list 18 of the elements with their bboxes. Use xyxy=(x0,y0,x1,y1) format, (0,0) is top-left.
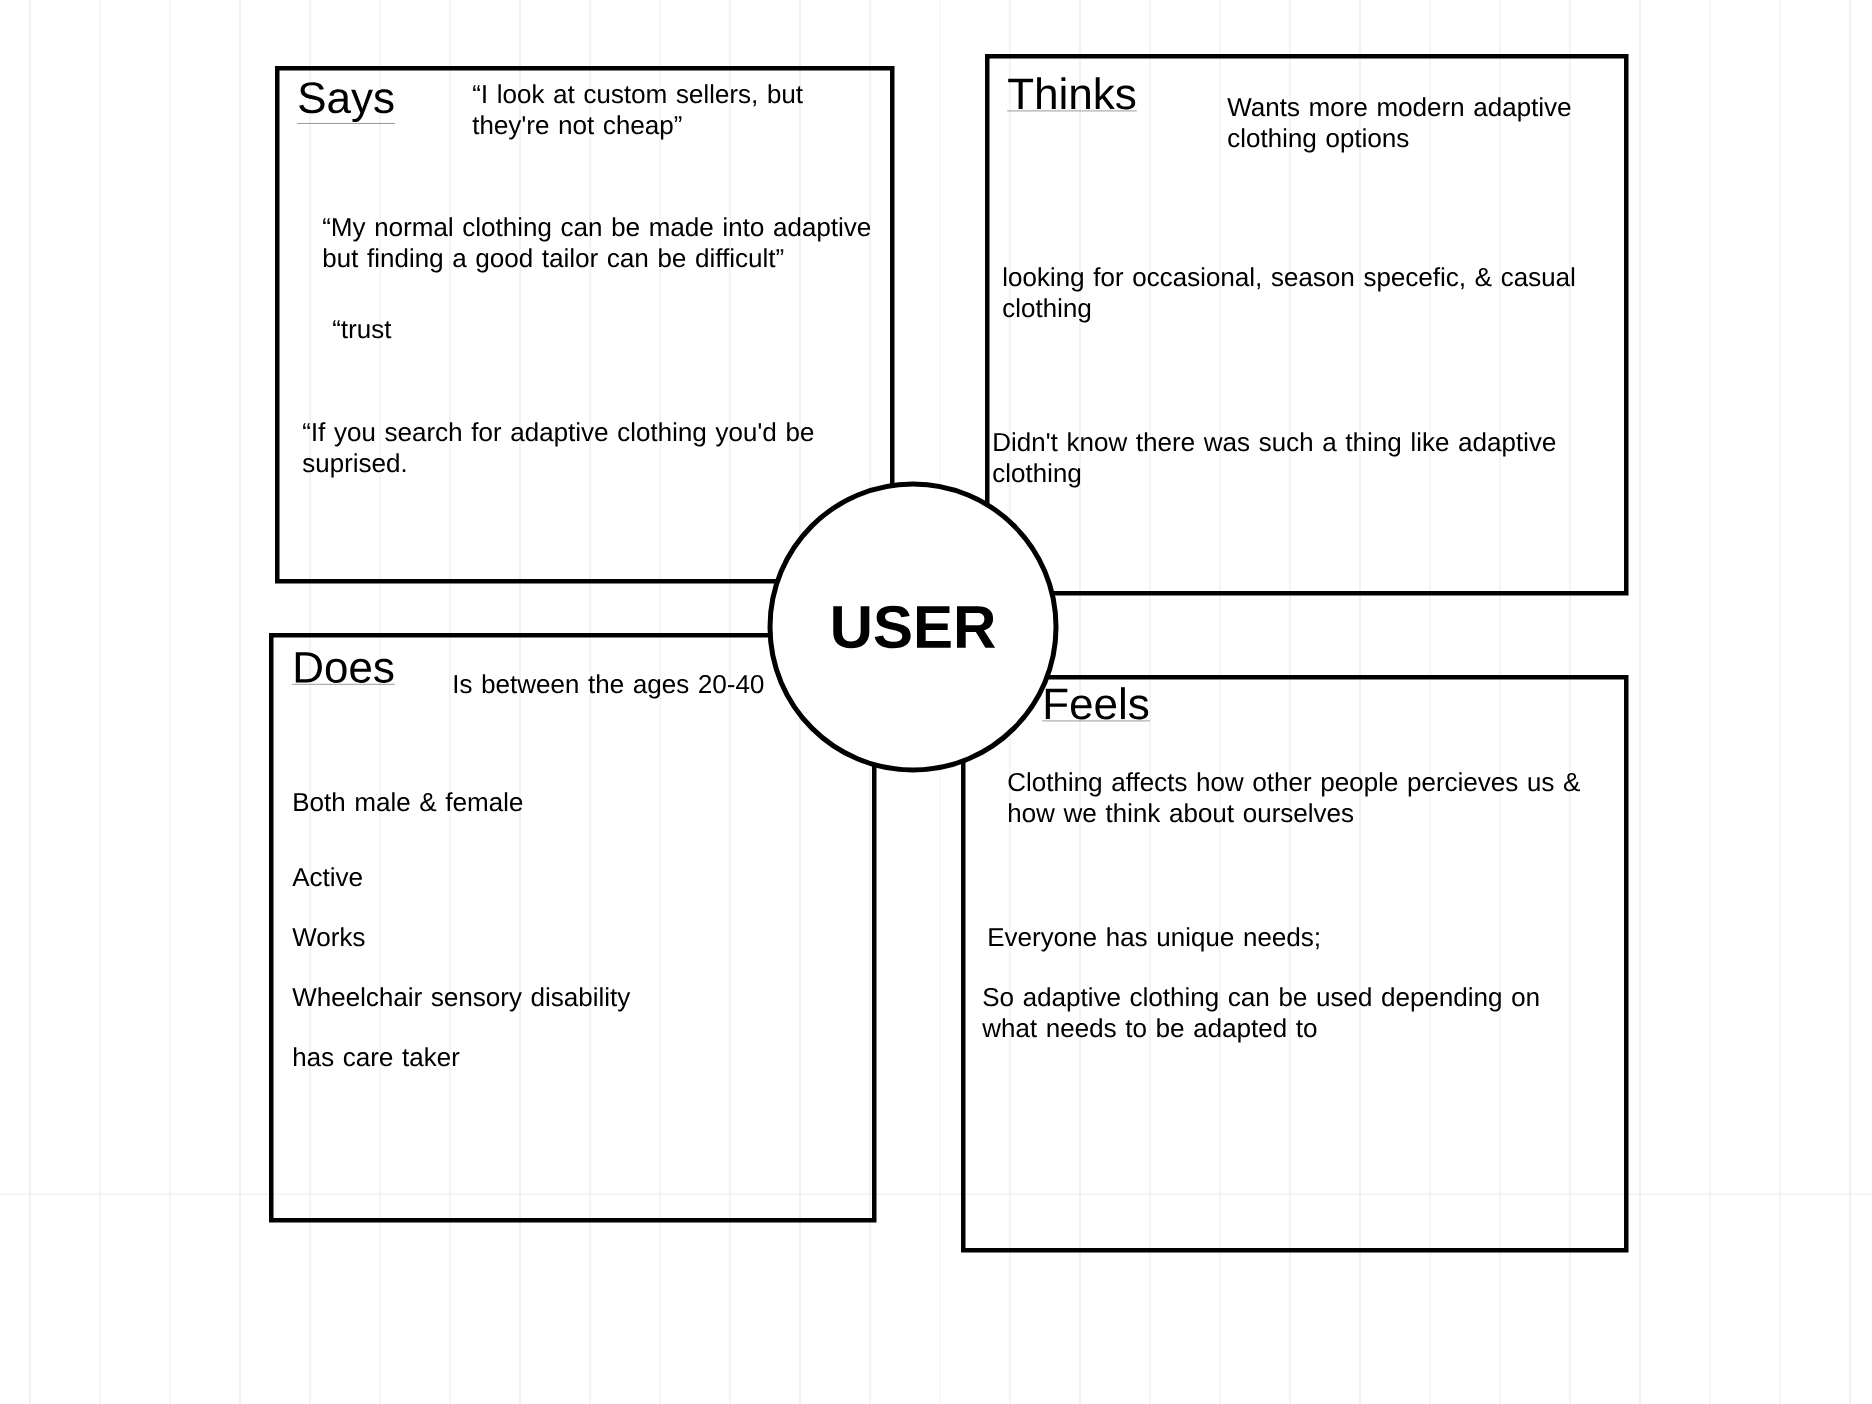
note-text: Clothing affects how other people percieves us & how we think about ourselves xyxy=(1008,772,1580,823)
section-heading: Thinks xyxy=(1007,77,1137,112)
note-text: Wants more modern adaptive clothing options xyxy=(1227,97,1571,153)
note-text: “If you search for adaptive clothing you'd be suprised. xyxy=(302,422,814,478)
note-text: Active xyxy=(292,867,362,887)
note-text: looking for occasional, season specefic, & casual clothing xyxy=(1003,267,1575,323)
note-text: Is between the ages 20-40 xyxy=(454,674,764,699)
section-heading: Says xyxy=(297,82,396,124)
note-text: Works xyxy=(292,927,365,947)
note-text: “I look at custom sellers, but they're not cheap” xyxy=(472,84,803,140)
note-text: Wheelchair sensory disability xyxy=(292,987,631,1012)
note-text: “trust xyxy=(333,320,392,339)
note-text: “My normal clothing can be made into adaptive but finding a good tailor can be difficult” xyxy=(323,217,871,273)
note-text: So adaptive clothing can be used depending on what needs to be adapted to xyxy=(982,987,1539,1043)
note-text: Both male & female xyxy=(294,792,523,812)
note-text: Everyone has unique needs; xyxy=(989,927,1319,952)
section-heading: Does xyxy=(292,652,396,685)
note-text: has care taker xyxy=(294,1047,460,1067)
